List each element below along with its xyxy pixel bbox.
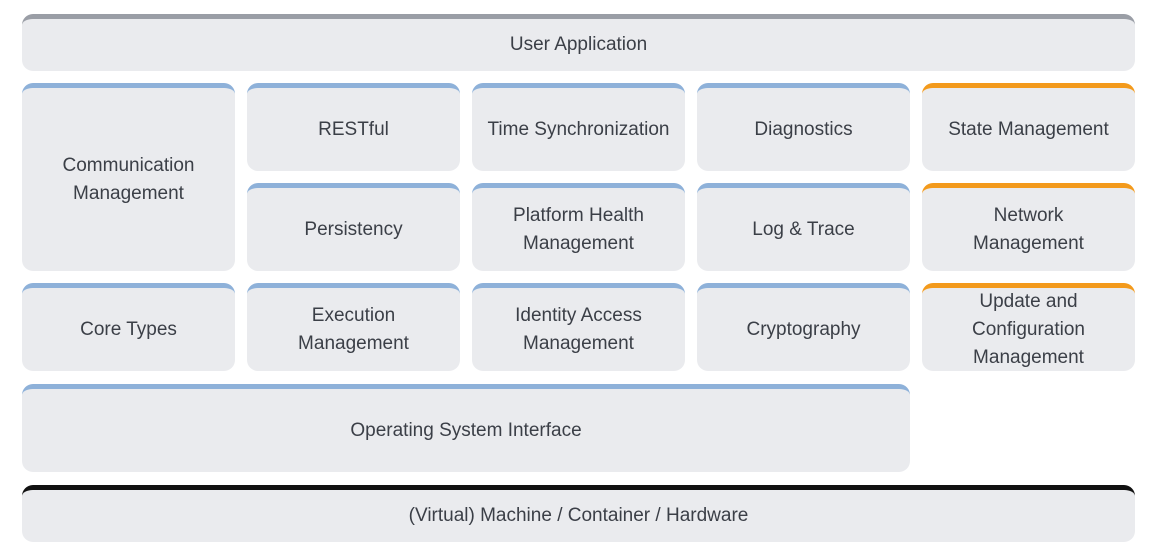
- state-management-label: State Management: [948, 118, 1109, 140]
- execution-management-label: Execution Management: [298, 304, 409, 354]
- operating-system-interface-block: Operating System Interface: [22, 384, 910, 472]
- cryptography-block: Cryptography: [697, 283, 910, 371]
- platform-health-management-label: Platform Health Management: [513, 204, 644, 254]
- network-management-label: Network Management: [973, 204, 1084, 254]
- core-types-label: Core Types: [80, 318, 177, 340]
- update-configuration-management-label: Update and Configuration Management: [971, 290, 1086, 368]
- diagnostics-block: Diagnostics: [697, 83, 910, 171]
- execution-management-block: Execution Management: [247, 283, 460, 371]
- log-trace-label: Log & Trace: [752, 218, 855, 240]
- persistency-label: Persistency: [304, 218, 403, 240]
- communication-management-label: Communication Management: [62, 154, 195, 204]
- log-trace-block: Log & Trace: [697, 183, 910, 271]
- diagnostics-label: Diagnostics: [754, 118, 853, 140]
- restful-label: RESTful: [318, 118, 389, 140]
- time-synchronization-block: Time Synchronization: [472, 83, 685, 171]
- identity-access-management-label: Identity Access Management: [515, 304, 642, 354]
- core-types-block: Core Types: [22, 283, 235, 371]
- time-synchronization-label: Time Synchronization: [487, 118, 670, 140]
- communication-management-block: Communication Management: [22, 83, 235, 271]
- restful-block: RESTful: [247, 83, 460, 171]
- operating-system-interface-label: Operating System Interface: [350, 419, 582, 441]
- cryptography-label: Cryptography: [746, 318, 861, 340]
- state-management-block: State Management: [922, 83, 1135, 171]
- update-configuration-management-block: Update and Configuration Management: [922, 283, 1135, 371]
- hardware-label: (Virtual) Machine / Container / Hardware: [408, 505, 749, 526]
- persistency-block: Persistency: [247, 183, 460, 271]
- identity-access-management-block: Identity Access Management: [472, 283, 685, 371]
- network-management-block: Network Management: [922, 183, 1135, 271]
- user-application-label: User Application: [509, 34, 648, 55]
- user-application-block: User Application: [22, 14, 1135, 71]
- platform-health-management-block: Platform Health Management: [472, 183, 685, 271]
- hardware-block: (Virtual) Machine / Container / Hardware: [22, 485, 1135, 542]
